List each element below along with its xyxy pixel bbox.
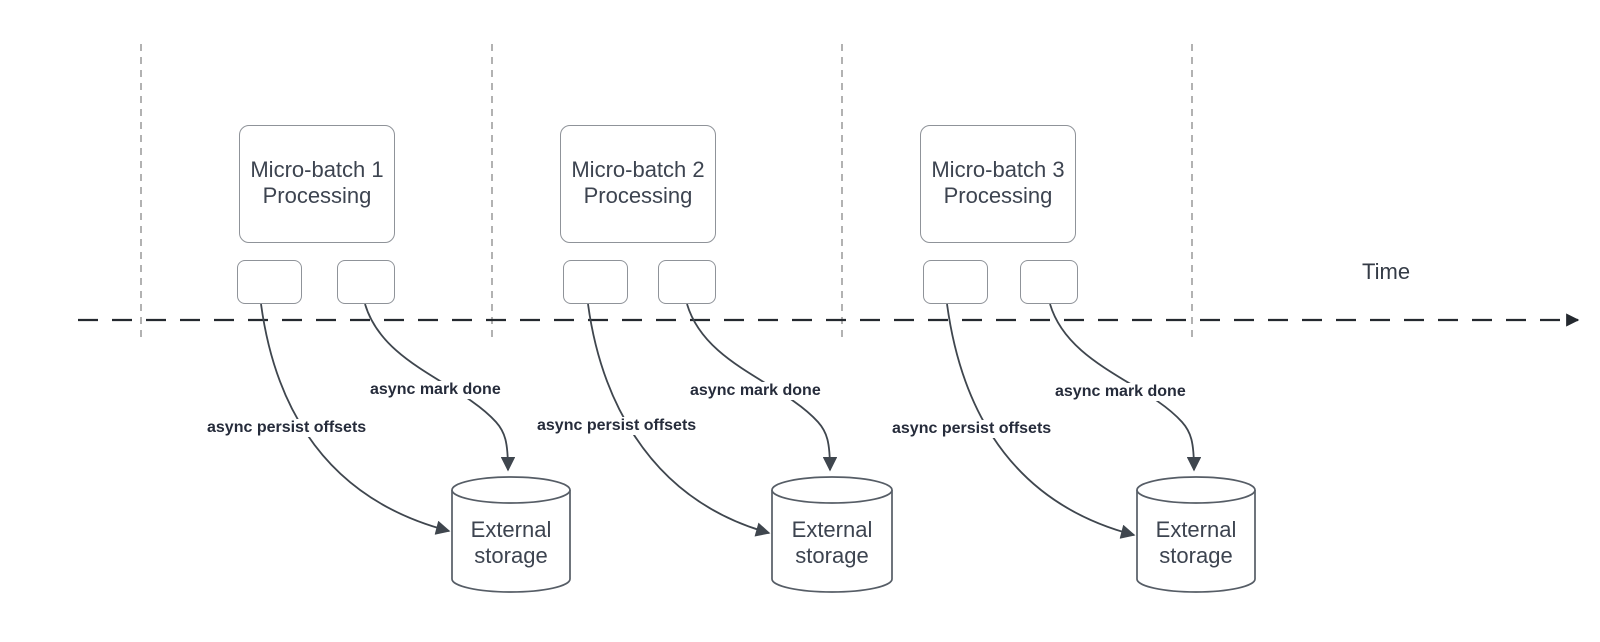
mark-done-task-box-3 xyxy=(1020,260,1078,304)
micro-batch-1-subtitle: Processing xyxy=(262,183,372,208)
external-storage-label-2: External storage xyxy=(791,517,873,568)
external-storage-cylinder-2 xyxy=(771,476,893,593)
async-mark-done-label-1: async mark done xyxy=(368,381,503,399)
micro-batch-2-processing-label: Micro-batch 2 Processing xyxy=(560,157,716,209)
cylinder-body xyxy=(771,490,893,593)
cylinder-body xyxy=(451,490,571,593)
external-storage-cylinder-1 xyxy=(451,476,571,593)
mark-done-arrow-2 xyxy=(686,303,838,472)
async-mark-done-label-2: async mark done xyxy=(688,382,823,400)
micro-batch-2-processing-box xyxy=(560,125,716,243)
micro-batch-1-title: Micro-batch 1 xyxy=(250,157,384,182)
external-storage-label-1: External storage xyxy=(470,517,552,568)
offset-task-box-2 xyxy=(563,260,628,304)
micro-batch-1-processing-box xyxy=(239,125,395,243)
mark-done-task-box-2 xyxy=(658,260,716,304)
cylinder-top xyxy=(1136,476,1256,504)
offset-task-box-3 xyxy=(923,260,988,304)
cylinder-body xyxy=(1136,490,1256,593)
micro-batch-3-title: Micro-batch 3 xyxy=(931,157,1065,182)
async-persist-offsets-label-3: async persist offsets xyxy=(890,420,1054,438)
time-axis-label: Time xyxy=(1362,259,1411,284)
micro-batch-3-processing-label: Micro-batch 3 Processing xyxy=(920,157,1076,209)
micro-batch-2-title: Micro-batch 2 xyxy=(571,157,705,182)
micro-batch-1-processing-label: Micro-batch 1 Processing xyxy=(239,157,395,209)
async-persist-offsets-label-2: async persist offsets xyxy=(535,417,699,435)
external-storage-cylinder-3 xyxy=(1136,476,1256,593)
async-mark-done-label-3: async mark done xyxy=(1053,383,1188,401)
cylinder-top xyxy=(451,476,571,504)
async-persist-offsets-label-1: async persist offsets xyxy=(205,419,369,437)
micro-batch-2-subtitle: Processing xyxy=(583,183,693,208)
offset-task-box-1 xyxy=(237,260,302,304)
micro-batch-3-processing-box xyxy=(920,125,1076,243)
cylinder-top xyxy=(771,476,893,504)
mark-done-arrow-1 xyxy=(364,303,516,472)
persist-offsets-arrow-1 xyxy=(260,303,451,535)
batch-interval-guides xyxy=(140,44,1193,342)
persist-offsets-arrow-2 xyxy=(587,303,771,537)
external-storage-label-3: External storage xyxy=(1155,517,1237,568)
mark-done-task-box-1 xyxy=(337,260,395,304)
micro-batch-3-subtitle: Processing xyxy=(943,183,1053,208)
mark-done-arrow-3 xyxy=(1049,303,1202,472)
